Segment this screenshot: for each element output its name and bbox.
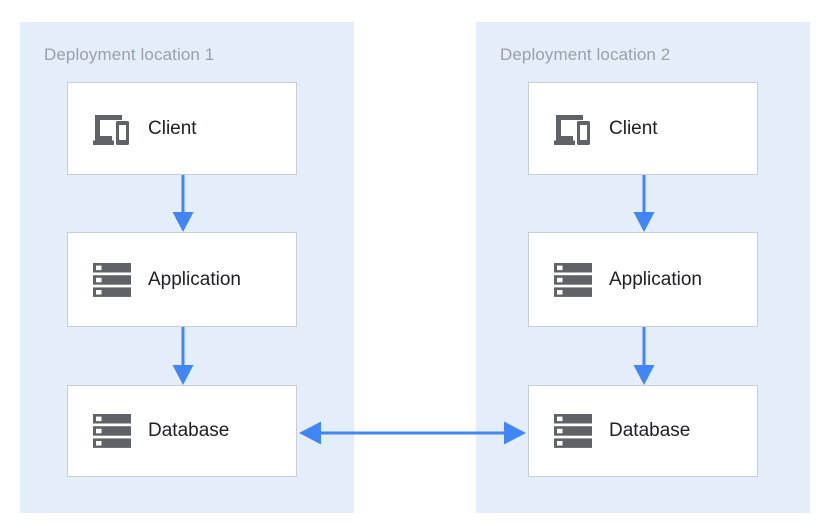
server-stack-icon xyxy=(551,258,595,302)
application-1-node[interactable]: Application xyxy=(67,232,297,327)
application-2-node[interactable]: Application xyxy=(528,232,758,327)
application-2-label: Application xyxy=(609,268,702,290)
client-2-node[interactable]: Client xyxy=(528,82,758,175)
deployment-location-2-title: Deployment location 2 xyxy=(500,45,671,64)
client-1-label: Client xyxy=(148,117,197,139)
deployment-location-1-title: Deployment location 1 xyxy=(44,45,215,64)
client-1-node[interactable]: Client xyxy=(67,82,297,175)
database-2-label: Database xyxy=(609,420,691,441)
client-devices-icon xyxy=(90,107,134,151)
server-stack-icon xyxy=(551,409,595,453)
database-1-node[interactable]: Database xyxy=(67,385,297,477)
client-2-label: Client xyxy=(609,117,658,139)
database-1-label: Database xyxy=(148,420,230,441)
server-stack-icon xyxy=(90,409,134,453)
server-stack-icon xyxy=(90,258,134,302)
application-1-label: Application xyxy=(148,268,241,290)
database-2-node[interactable]: Database xyxy=(528,385,758,477)
client-devices-icon xyxy=(551,107,595,151)
